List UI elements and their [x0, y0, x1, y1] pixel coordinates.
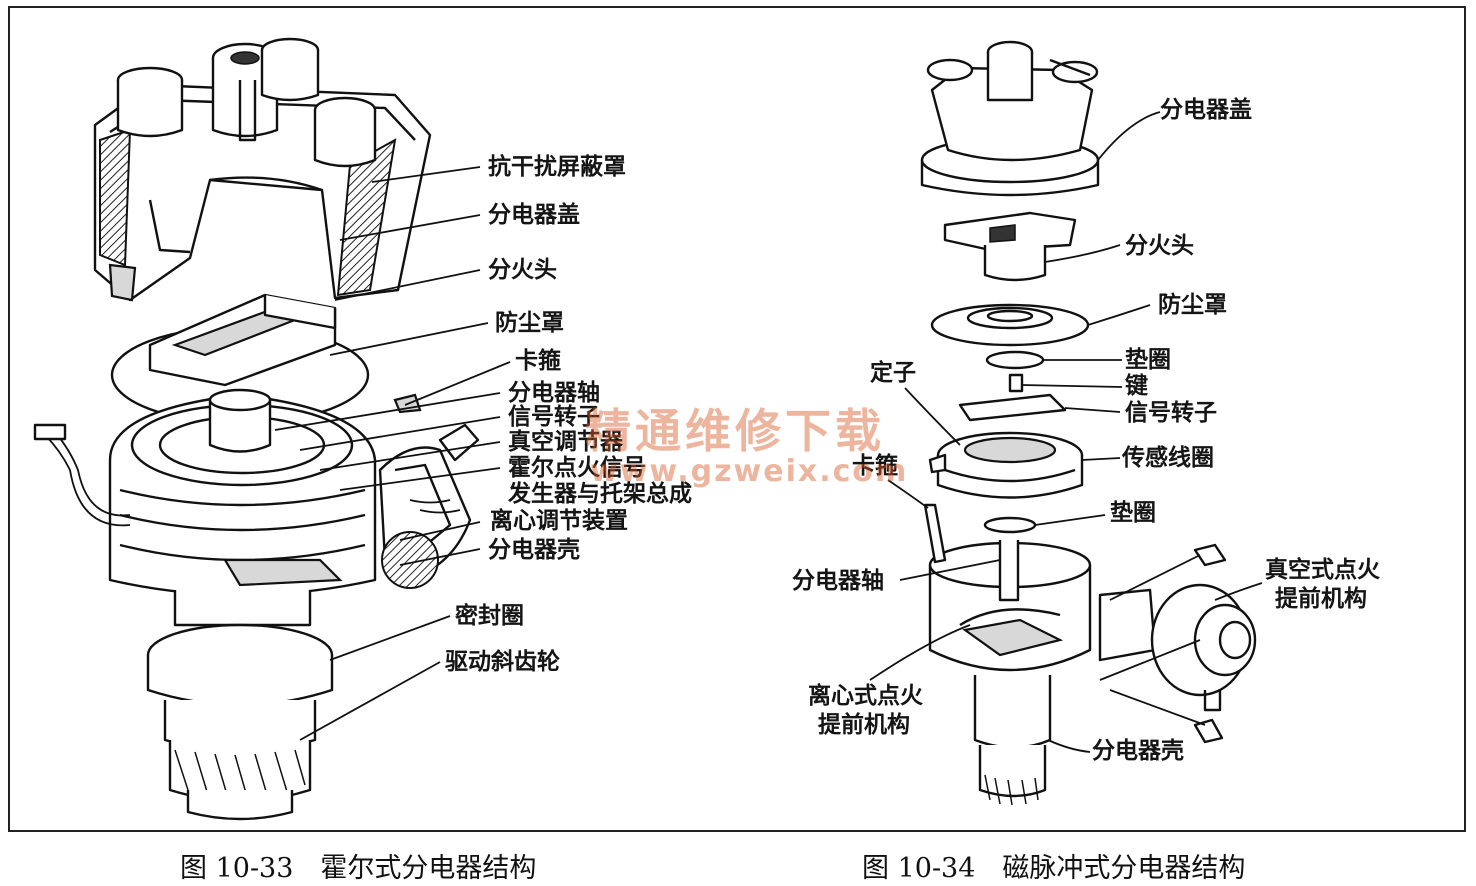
label-right-washer-top: 垫圈	[1125, 346, 1171, 373]
label-left-drive-gear: 驱动斜齿轮	[445, 648, 560, 675]
label-right-centrifugal-2: 提前机构	[818, 711, 910, 738]
left-cap-shape	[93, 37, 432, 302]
watermark-line1: 精通维修下载	[585, 404, 885, 458]
right-cap-shape	[920, 40, 1100, 197]
label-shield: 抗干扰屏蔽罩	[488, 153, 626, 180]
label-right-stator: 定子	[870, 359, 916, 386]
label-left-clip: 卡箍	[515, 347, 561, 374]
right-dust-cover-shape	[930, 303, 1090, 347]
figure-frame	[8, 6, 1466, 832]
label-left-hall-generator-2: 发生器与托架总成	[508, 480, 692, 507]
hall-distributor-drawing	[33, 37, 480, 821]
label-right-key: 键	[1125, 372, 1148, 399]
right-housing-shape	[923, 503, 1092, 806]
label-left-centrifugal: 离心调节装置	[490, 507, 628, 534]
label-right-clip: 卡箍	[852, 452, 898, 479]
label-left-cap: 分电器盖	[488, 201, 580, 228]
label-right-vacuum-1: 真空式点火	[1265, 556, 1380, 583]
label-right-cap: 分电器盖	[1160, 96, 1252, 123]
right-washer-shape	[985, 350, 1045, 370]
label-right-shaft: 分电器轴	[792, 567, 884, 594]
right-coil-shape	[928, 393, 1084, 499]
label-right-sensor-coil: 传感线圈	[1122, 444, 1214, 471]
label-left-signal-rotor: 信号转子	[508, 403, 600, 430]
label-right-dust-cover: 防尘罩	[1158, 291, 1227, 318]
label-left-seal-ring: 密封圈	[455, 602, 524, 629]
label-right-rotor: 分火头	[1125, 232, 1194, 259]
label-left-rotor: 分火头	[488, 256, 557, 283]
leader-lines	[274, 111, 1263, 753]
left-shaft-shape	[146, 590, 334, 821]
left-rotor-shape	[110, 293, 370, 425]
label-left-housing: 分电器壳	[488, 536, 580, 563]
right-washer-shape-2	[983, 516, 1037, 534]
caption-left: 图 10-33 霍尔式分电器结构	[180, 853, 537, 884]
watermark-line2: www.gzweix.com	[590, 454, 909, 489]
label-right-vacuum-2: 提前机构	[1275, 585, 1367, 612]
right-rotor-shape	[943, 211, 1077, 282]
pulse-distributor-drawing	[920, 40, 1257, 806]
label-left-dust-cover: 防尘罩	[495, 309, 564, 336]
label-right-housing: 分电器壳	[1092, 737, 1184, 764]
label-right-washer-bottom: 垫圈	[1110, 499, 1156, 526]
label-left-shaft: 分电器轴	[508, 379, 600, 406]
right-key-shape	[1008, 373, 1024, 393]
label-right-centrifugal-1: 离心式点火	[808, 682, 923, 709]
label-right-signal-rotor: 信号转子	[1125, 399, 1217, 426]
caption-right: 图 10-34 磁脉冲式分电器结构	[862, 853, 1246, 884]
label-left-hall-generator-1: 霍尔点火信号	[508, 454, 646, 481]
right-vacuum-shape	[1098, 543, 1257, 744]
left-body-shape	[33, 388, 480, 597]
label-left-vacuum-adjuster: 真空调节器	[508, 428, 623, 455]
